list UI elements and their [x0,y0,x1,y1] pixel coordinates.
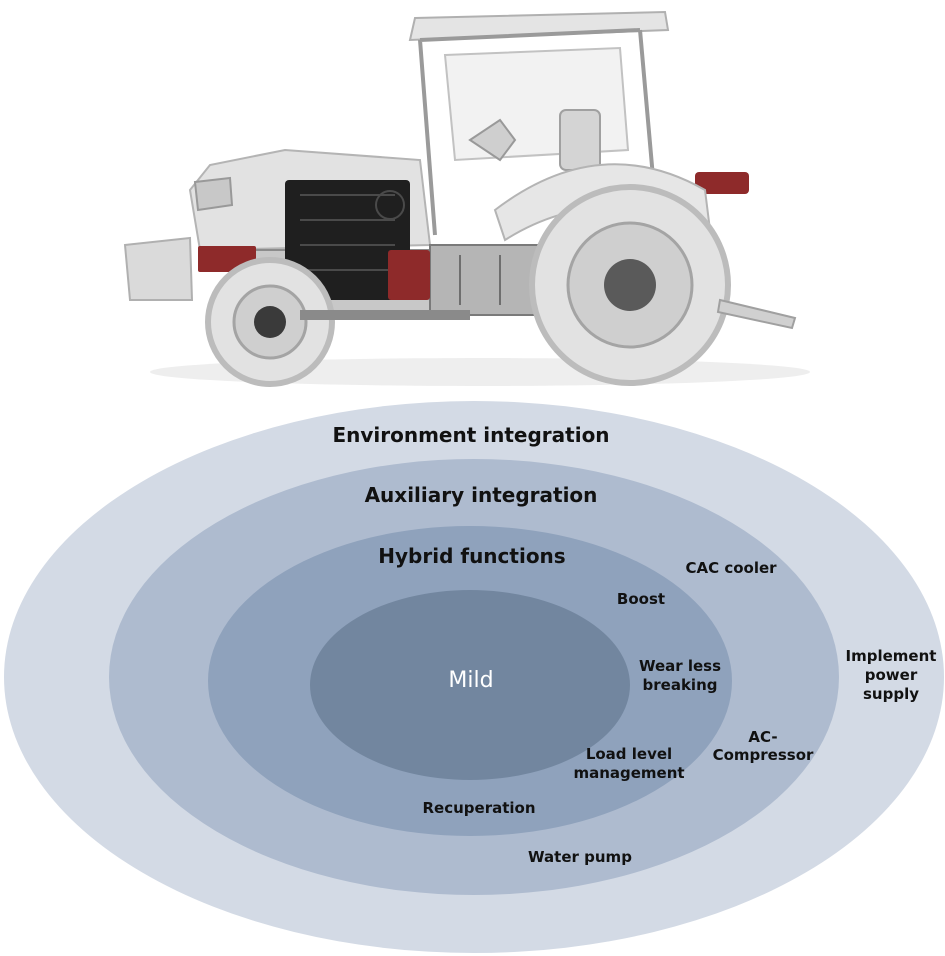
cab-roof [408,10,670,42]
front-axle [300,310,470,320]
label-load-level-line1: Load level [586,745,672,763]
label-recuperation: Recuperation [422,799,535,817]
label-wear-less-line1: Wear less [639,657,721,675]
electric-motor-red [388,250,430,300]
label-cac-cooler: CAC cooler [685,559,777,577]
ring-title-hybrid: Hybrid functions [378,544,565,568]
front-hub [254,306,286,338]
label-ac-line2: Compressor [713,746,814,764]
label-wear-less-line2: breaking [643,676,718,694]
steering-wheel [468,118,517,162]
front-weight [123,236,194,301]
label-water-pump: Water pump [528,848,632,866]
headlight [193,176,234,212]
rear-connector-red [695,172,749,194]
driver-seat [559,109,601,171]
ring-title-auxiliary: Auxiliary integration [365,483,598,507]
engine-detail [300,190,405,271]
label-load-level-line2: management [573,764,684,782]
rear-hitch [716,298,797,330]
label-implement-line2: power [865,666,918,684]
ring-diagram [4,401,944,953]
label-ac-line1: AC- [748,728,777,746]
label-implement-line3: supply [863,685,919,703]
label-implement-line1: Implement [846,647,937,665]
ring-title-core: Mild [448,668,493,693]
rear-hub [604,259,656,311]
tractor-illustration [123,10,810,387]
ring-title-environment: Environment integration [332,423,609,447]
label-boost: Boost [617,590,665,608]
ring-core [310,590,630,780]
